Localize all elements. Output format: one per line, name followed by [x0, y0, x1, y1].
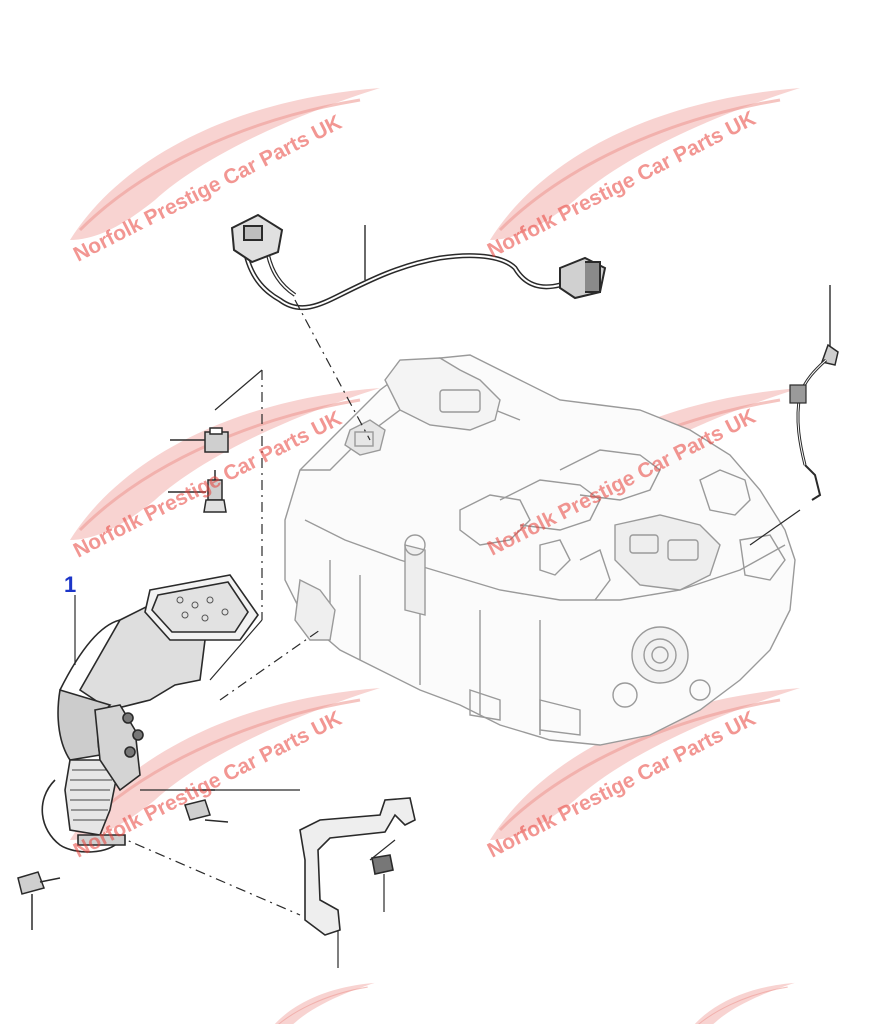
mounting-bracket	[299, 797, 416, 968]
watermark-text: Norfolk Prestige Car Parts UK	[484, 107, 760, 263]
sensor-cable	[749, 285, 839, 546]
exhaust-converter-part-1	[41, 574, 259, 853]
engine-assembly	[284, 354, 796, 746]
fastener-group	[168, 427, 229, 513]
callout-number: 1	[64, 572, 77, 597]
wiring-harness	[230, 213, 607, 311]
leader-lines	[114, 299, 371, 916]
converter-bolts	[17, 789, 229, 930]
